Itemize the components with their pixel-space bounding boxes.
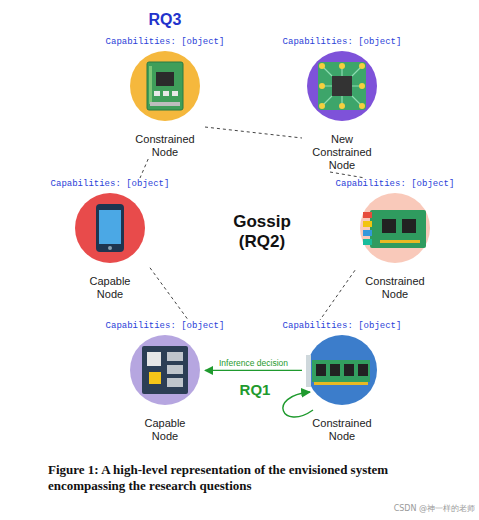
capability-tag: Capabilities: [object] [106,36,225,48]
device-slot [307,51,377,121]
self-loop-arrow [283,392,313,417]
node-label: Constrained Node [363,275,427,301]
research-question: RQ1 [240,381,271,398]
device-node: Capabilities: [object]Constrained Node [355,178,435,301]
device-slot [307,335,377,405]
gossip-link [205,127,302,138]
capability-tag: Capabilities: [object] [336,178,455,190]
gossip-link [150,268,188,320]
device-node: Capabilities: [object]Capable Node [125,320,205,443]
device-slot [360,193,430,263]
watermark: CSDN @神一样的老师 [394,503,475,514]
figure-caption: Figure 1: A high-level representation of… [48,462,446,494]
capability-tag: Capabilities: [object] [106,320,225,332]
node-label: Constrained Node [310,417,374,443]
phone-illustration [75,193,145,263]
device-node: Capabilities: [object]Capable Node [70,178,150,301]
node-label: Capable Node [133,417,197,443]
ram-illustration [306,335,377,405]
research-question: RQ3 [149,11,182,29]
gossip-link [140,159,148,178]
gossip-link [330,172,365,178]
decision-arrow [205,370,302,371]
gossip-link [320,270,355,320]
protocol-label: Gossip (RQ2) [222,212,302,252]
board-illustration [307,51,377,121]
device-node: Capabilities: [object]Constrained Node [302,320,382,443]
node-label: Capable Node [78,275,142,301]
device-slot [75,193,145,263]
node-label: Constrained Node [133,133,197,159]
capability-tag: Capabilities: [object] [283,320,402,332]
device-slot [130,51,200,121]
board-illustration [130,335,200,405]
device-node: Capabilities: [object]Constrained Node [125,36,205,159]
capability-tag: Capabilities: [object] [51,178,170,190]
board-illustration [360,193,430,263]
capability-tag: Capabilities: [object] [283,36,402,48]
pcb-illustration [130,51,200,121]
device-node: Capabilities: [object]New Constrained No… [302,36,382,172]
edge-label: Inference decision [219,358,288,368]
device-slot [130,335,200,405]
node-label: New Constrained Node [310,133,374,172]
